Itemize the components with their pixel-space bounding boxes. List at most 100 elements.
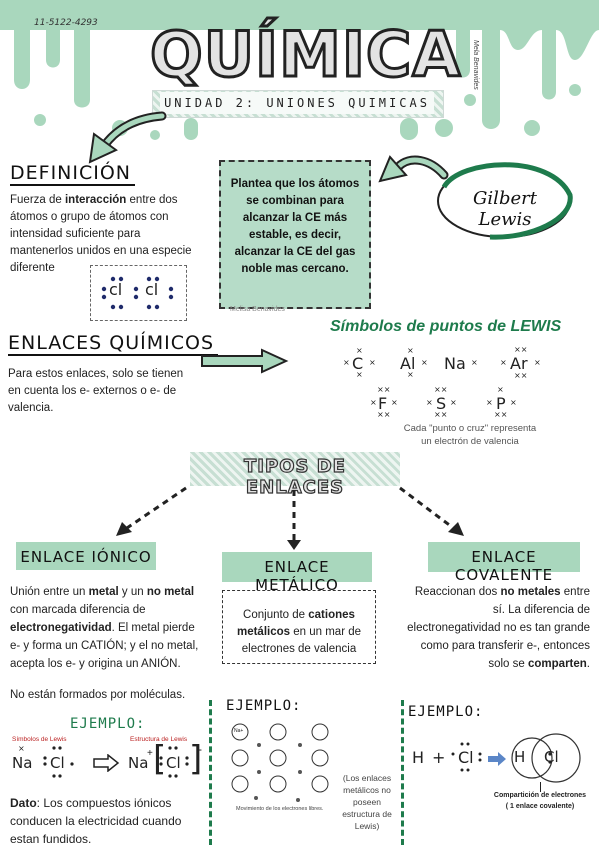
side-author-credit: Mela Benavides <box>472 40 480 90</box>
page-title: QUÍMICA <box>149 18 462 91</box>
electron-mark: × <box>500 358 507 367</box>
electron-mark: × <box>450 398 457 407</box>
lewis-symbol-ar: Ar <box>510 354 528 373</box>
divider-right <box>401 700 404 845</box>
ionico-ex-label-left: Símbolos de Lewis <box>12 736 67 743</box>
electron-mark: × <box>356 346 363 355</box>
definicion-text: Fuerza de interacción entre dos átomos o… <box>10 194 192 274</box>
cl-atom-right: cl <box>145 280 159 299</box>
curved-arrow-icon <box>88 111 167 164</box>
electron-mark: × <box>370 398 377 407</box>
electron-mark: × <box>18 744 25 753</box>
minus-charge: - <box>198 742 202 756</box>
gilbert-lewis-label: Gilbert Lewis <box>473 188 537 230</box>
cl2-electron-dots <box>101 276 174 310</box>
electron-mark: × <box>369 358 376 367</box>
ionico-dato: Dato: Los compuestos iónicos conducen la… <box>10 796 182 846</box>
electron-mark: ×× <box>434 410 448 419</box>
electron-mark: ×× <box>514 345 528 354</box>
metalico-box: Conjunto de cationes metálicos en un mar… <box>222 590 376 664</box>
cl2-lewis-example: cl cl <box>90 265 187 321</box>
tipos-heading: TIPOS DE ENLACES <box>243 455 346 498</box>
lewis-symbol-al: Al <box>400 354 416 373</box>
ionico-note: No están formados por moléculas. <box>10 689 186 701</box>
metallic-sea-diagram <box>231 723 329 802</box>
lewis-symbols-grid: C × × × × Al × × × Na × Ar ×× × × ×× F ×… <box>330 344 580 424</box>
hollow-arrow-icon <box>93 754 120 772</box>
right-arrow-icon <box>201 348 289 374</box>
note-credit: Melisa Benavides <box>230 306 285 313</box>
gilbert-lewis-badge <box>437 162 573 240</box>
covalente-caption-1: Compartición de electrones <box>493 792 587 799</box>
ionico-ex-cl-anion: Cl <box>166 754 181 772</box>
covalente-example-heading: EJEMPLO: <box>408 704 484 720</box>
covalente-cl-bonded: Cl <box>544 748 559 766</box>
electron-mark: ×× <box>514 371 528 380</box>
electron-mark: ×× <box>434 385 448 394</box>
covalente-h: H <box>412 748 425 767</box>
ionico-ex-na: Na <box>12 754 33 772</box>
electron-mark: × <box>407 370 414 379</box>
ionico-ex-label-right: Estructura de Lewis <box>130 736 188 743</box>
page-subtitle: UNIDAD 2: UNIONES QUIMICAS <box>164 96 430 110</box>
bracket-left: [ <box>153 739 167 779</box>
lewis-symbol-na: Na <box>444 354 466 373</box>
electron-mark: × <box>356 370 363 379</box>
covalent-overlap-diagram <box>511 733 581 783</box>
electron-mark: ×× <box>377 385 391 394</box>
arrow-to-note-icon <box>378 155 449 183</box>
covalente-cl: Cl <box>458 748 474 767</box>
enlaces-heading: ENLACES QUÍMICOS <box>8 332 219 356</box>
ionico-example-heading: EJEMPLO: <box>70 716 146 732</box>
tipos-band <box>190 452 400 486</box>
ionico-ex-cl: Cl <box>50 754 65 772</box>
lewis-symbol-c: C <box>352 354 364 373</box>
covalente-h-bonded: H <box>514 748 526 766</box>
divider-left <box>209 700 212 845</box>
branch-arrows <box>116 486 464 550</box>
electron-mark: × <box>426 398 433 407</box>
covalente-pill <box>428 542 580 572</box>
lewis-theory-note: Plantea que los átomos se combinan para … <box>219 160 371 309</box>
reference-code: 11-5122-4293 <box>34 18 98 28</box>
lewis-symbol-s: S <box>436 394 447 413</box>
lewis-symbols-heading: Símbolos de puntos de LEWIS <box>330 318 562 335</box>
metalico-pill <box>222 552 372 582</box>
subtitle-band-inner <box>160 92 434 114</box>
lewis-symbol-f: F <box>378 394 388 413</box>
na-ion-label: Na+ <box>234 728 244 734</box>
electron-mark: × <box>391 398 398 407</box>
covalente-plus: + <box>432 748 446 767</box>
covalente-heading: ENLACE COVALENTE <box>454 548 554 584</box>
cl-valence-dots <box>43 746 74 778</box>
electron-mark: × <box>497 385 504 394</box>
metalico-heading: ENLACE METÁLICO <box>255 558 339 594</box>
header-drip-decoration <box>0 0 599 140</box>
cl-anion-dots <box>159 746 189 778</box>
electron-mark: × <box>486 398 493 407</box>
electron-mark: ×× <box>494 410 508 419</box>
cl-covalent-dots <box>451 742 482 772</box>
electron-mark: × <box>510 398 517 407</box>
ionico-pill <box>16 542 156 570</box>
metalico-move-caption: Movimiento de los electrones libres. <box>236 806 324 812</box>
electron-mark: ×× <box>377 410 391 419</box>
ionico-text: Unión entre un metal y un no metal con m… <box>10 586 199 670</box>
ionico-ex-na-cation: Na <box>128 754 149 772</box>
electron-mark: × <box>407 346 414 355</box>
lewis-symbol-p: P <box>496 394 506 413</box>
lewis-note: Cada "punto o cruz" representa un electr… <box>403 423 537 447</box>
pointer-line <box>540 782 541 792</box>
metalico-note: (Los enlaces metálicos no poseen estruct… <box>342 773 392 831</box>
metalico-text: Conjunto de cationes metálicos en un mar… <box>236 609 362 655</box>
electron-mark: × <box>471 358 478 367</box>
covalente-caption-2: ( 1 enlace covalente) <box>505 803 575 810</box>
metalico-example-heading: EJEMPLO: <box>226 698 302 714</box>
cl-atom-left: cl <box>109 280 123 299</box>
enlaces-text: Para estos enlaces, solo se tienen en cu… <box>8 368 184 414</box>
electron-mark: × <box>534 358 541 367</box>
plus-charge: + <box>147 748 153 759</box>
ionico-heading: ENLACE IÓNICO <box>20 548 152 566</box>
electron-mark: × <box>343 358 350 367</box>
bracket-right: ] <box>189 739 203 779</box>
